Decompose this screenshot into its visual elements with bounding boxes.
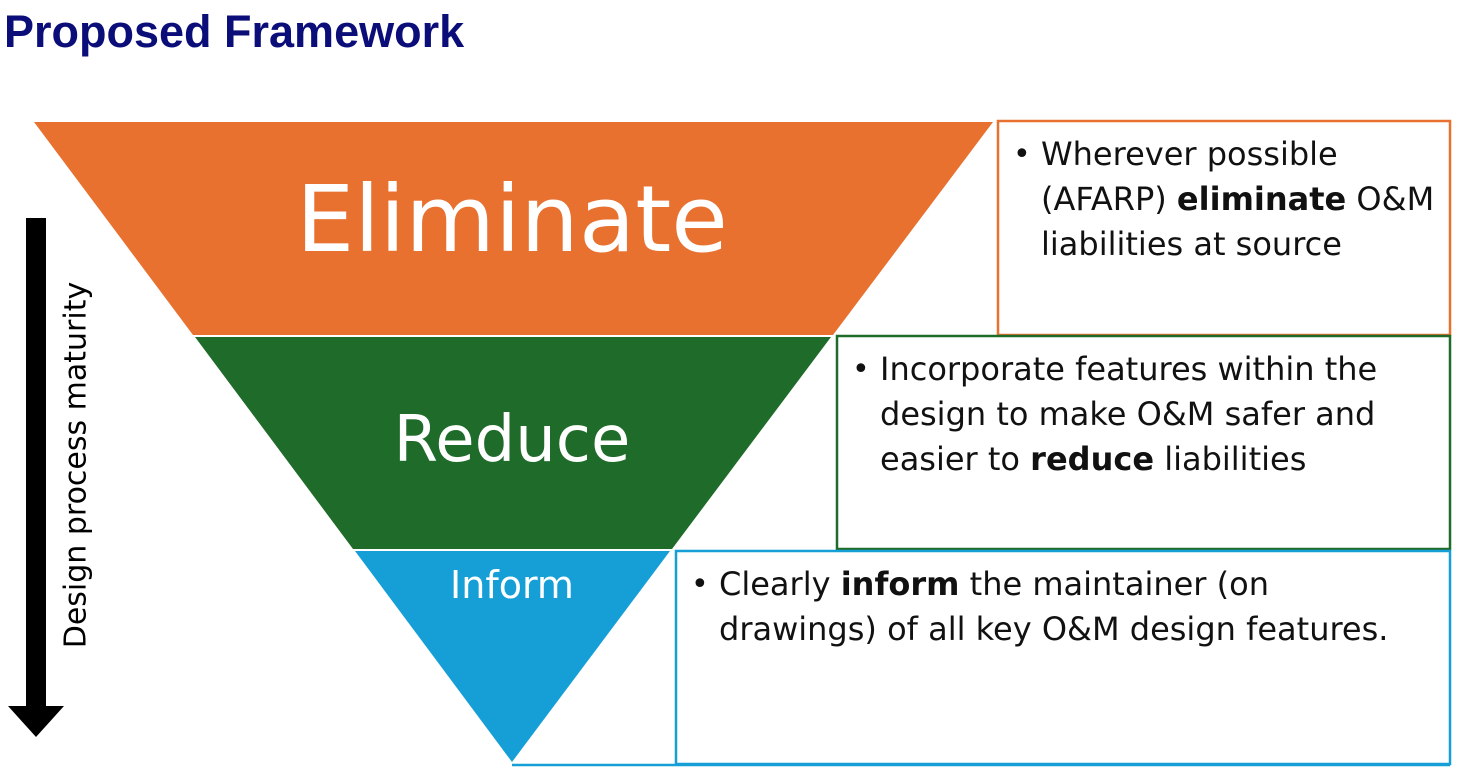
eliminate-description: •Wherever possible (AFARP) eliminate O&M…	[1013, 132, 1441, 267]
bullet-icon: •	[1013, 137, 1031, 172]
bullet-icon: •	[852, 352, 870, 387]
tier-label-reduce: Reduce	[393, 403, 631, 477]
page-title: Proposed Framework	[4, 6, 465, 57]
down-arrow-icon	[8, 218, 64, 737]
inform-description: •Clearly inform the maintainer (on drawi…	[691, 562, 1419, 652]
tier-label-inform: Inform	[450, 563, 574, 607]
reduce-description: •Incorporate features within the design …	[852, 347, 1445, 482]
tier-label-eliminate: Eliminate	[296, 166, 728, 273]
bullet-icon: •	[691, 567, 709, 602]
inform-tier	[355, 551, 670, 762]
eliminate-tier	[34, 122, 993, 335]
reduce-description-box	[835, 334, 1452, 551]
axis-label-design-process-maturity: Design process maturity	[58, 281, 94, 649]
reduce-tier	[195, 337, 831, 549]
